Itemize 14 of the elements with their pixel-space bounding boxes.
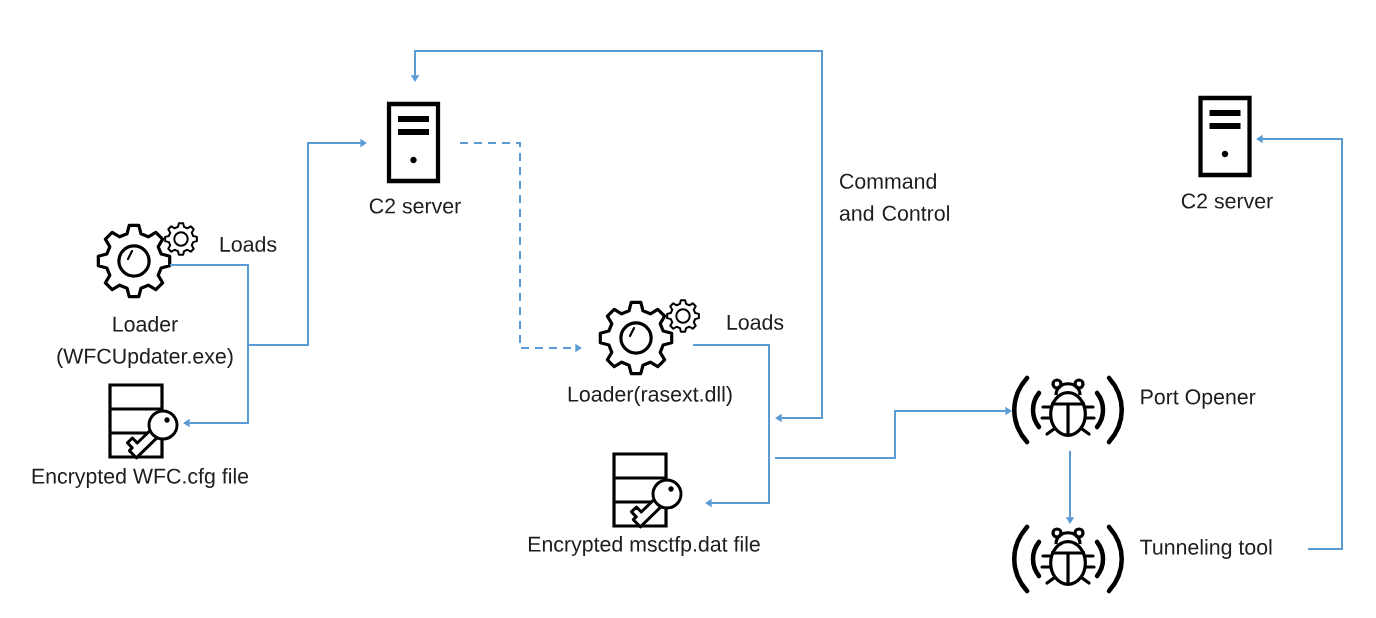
arrow <box>692 344 770 508</box>
node-label: Encrypted WFC.cfg file <box>32 468 249 488</box>
node-label: Port Opener <box>1141 389 1256 409</box>
edge-label: Loads <box>723 311 787 333</box>
node-label: Encrypted msctfp.dat file <box>529 536 760 556</box>
edge-label: Command and Control <box>839 173 949 221</box>
edge-label: Loads <box>216 233 280 255</box>
arrow <box>169 264 249 428</box>
node-label: Tunneling tool <box>1140 539 1272 559</box>
node-label: C2 server <box>1181 193 1273 209</box>
node-label: C2 server <box>369 198 461 214</box>
node-label: Loader (WFCUpdater.exe) <box>57 316 233 368</box>
arrow <box>774 406 1012 459</box>
node-label: Loader(rasext.dll) <box>568 386 732 406</box>
